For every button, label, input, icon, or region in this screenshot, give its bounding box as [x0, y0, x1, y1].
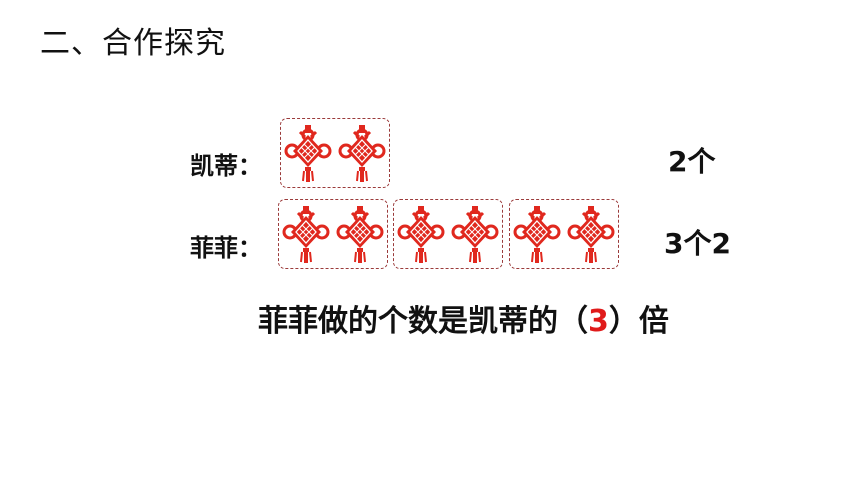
chinese-knot-icon	[567, 204, 615, 264]
knot-group	[509, 199, 619, 269]
answer-value: 3	[588, 304, 609, 339]
page-title: 二、合作探究	[40, 26, 226, 61]
knot-group	[280, 118, 390, 188]
chinese-knot-icon	[451, 204, 499, 264]
knot-group	[278, 199, 388, 269]
chinese-knot-icon	[513, 204, 561, 264]
row-label-feifei: 菲菲：	[190, 234, 262, 262]
count-feifei: 3个2	[664, 227, 731, 260]
knot-group	[393, 199, 503, 269]
chinese-knot-icon	[338, 123, 386, 183]
chinese-knot-icon	[282, 204, 330, 264]
sentence-suffix: ）倍	[608, 304, 669, 339]
sentence-prefix: 菲菲做的个数是凯蒂的（	[258, 304, 588, 339]
row-label-kaidi: 凯蒂：	[190, 152, 262, 180]
chinese-knot-icon	[284, 123, 332, 183]
chinese-knot-icon	[336, 204, 384, 264]
chinese-knot-icon	[397, 204, 445, 264]
conclusion-sentence: 菲菲做的个数是凯蒂的（3）倍	[258, 296, 669, 340]
count-kaidi: 2个	[668, 145, 716, 178]
